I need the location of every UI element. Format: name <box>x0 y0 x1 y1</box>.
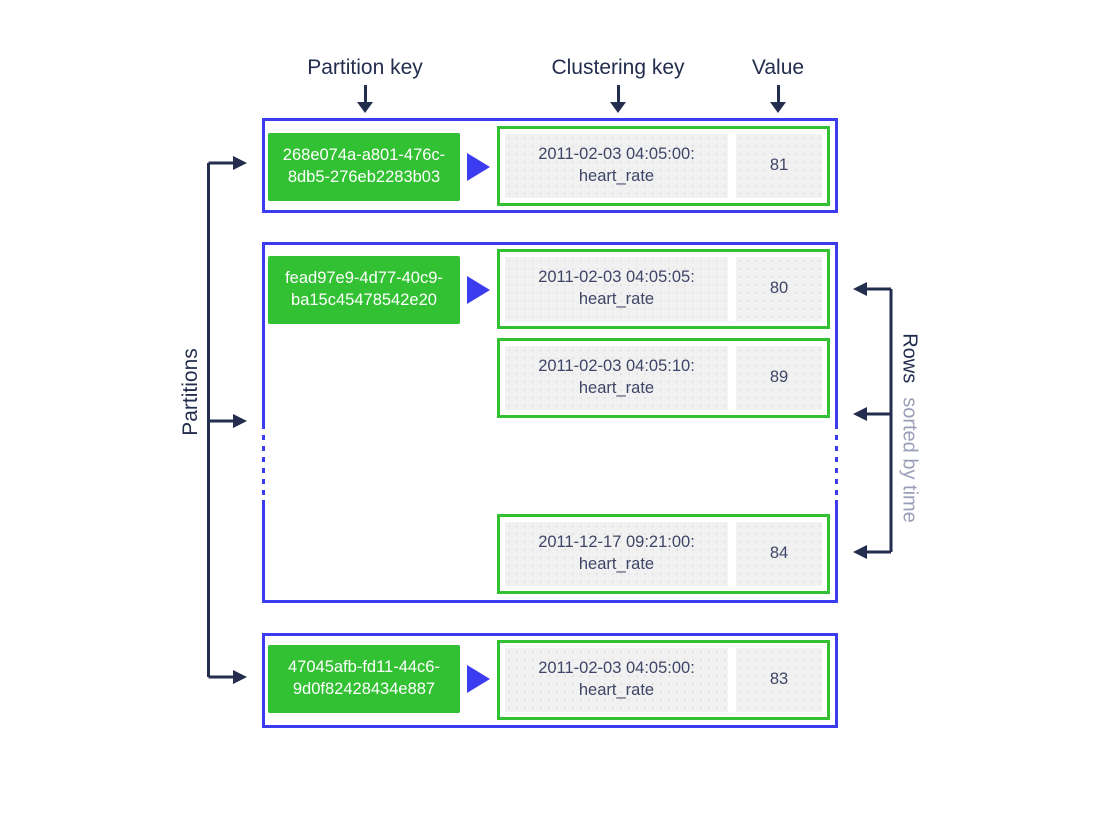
partition-key-chip: fead97e9-4d77-40c9- ba15c45478542e20 <box>268 256 460 324</box>
arrow-right-icon <box>467 153 490 181</box>
dashed-border-right <box>835 424 838 500</box>
value-cell: 83 <box>736 648 822 712</box>
arrow-down-icon <box>610 85 626 113</box>
value-cell: 80 <box>736 257 822 321</box>
data-row: 2011-02-03 04:05:05: heart_rate 80 <box>497 249 830 329</box>
rows-side-label: Rows sorted by time <box>898 333 921 523</box>
clustering-key-cell: 2011-02-03 04:05:00: heart_rate <box>505 134 728 198</box>
value-label: Value <box>751 56 805 79</box>
arrow-down-icon <box>770 85 786 113</box>
arrow-right-icon <box>467 276 490 304</box>
rows-text: Rows <box>898 333 921 384</box>
data-row: 2011-12-17 09:21:00: heart_rate 84 <box>497 514 830 594</box>
data-row: 2011-02-03 04:05:00: heart_rate 81 <box>497 126 830 206</box>
data-row: 2011-02-03 04:05:10: heart_rate 89 <box>497 338 830 418</box>
value-cell: 81 <box>736 134 822 198</box>
dashed-border-left <box>262 424 265 500</box>
clustering-key-cell: 2011-02-03 04:05:10: heart_rate <box>505 346 728 410</box>
clustering-key-cell: 2011-12-17 09:21:00: heart_rate <box>505 522 728 586</box>
partition-key-label: Partition key <box>307 56 423 79</box>
partitions-bracket <box>207 156 247 684</box>
clustering-key-cell: 2011-02-03 04:05:00: heart_rate <box>505 648 728 712</box>
arrow-right-icon <box>467 665 490 693</box>
clustering-key-label: Clustering key <box>551 56 685 79</box>
clustering-key-cell: 2011-02-03 04:05:05: heart_rate <box>505 257 728 321</box>
value-cell: 84 <box>736 522 822 586</box>
data-row: 2011-02-03 04:05:00: heart_rate 83 <box>497 640 830 720</box>
value-cell: 89 <box>736 346 822 410</box>
partitions-side-label: Partitions <box>179 348 202 436</box>
partition-key-chip: 47045afb-fd11-44c6- 9d0f82428434e887 <box>268 645 460 713</box>
arrow-down-icon <box>357 85 373 113</box>
rows-bracket <box>853 282 893 559</box>
sorted-by-time-text: sorted by time <box>898 397 921 523</box>
partition-key-chip: 268e074a-a801-476c- 8db5-276eb2283b03 <box>268 133 460 201</box>
